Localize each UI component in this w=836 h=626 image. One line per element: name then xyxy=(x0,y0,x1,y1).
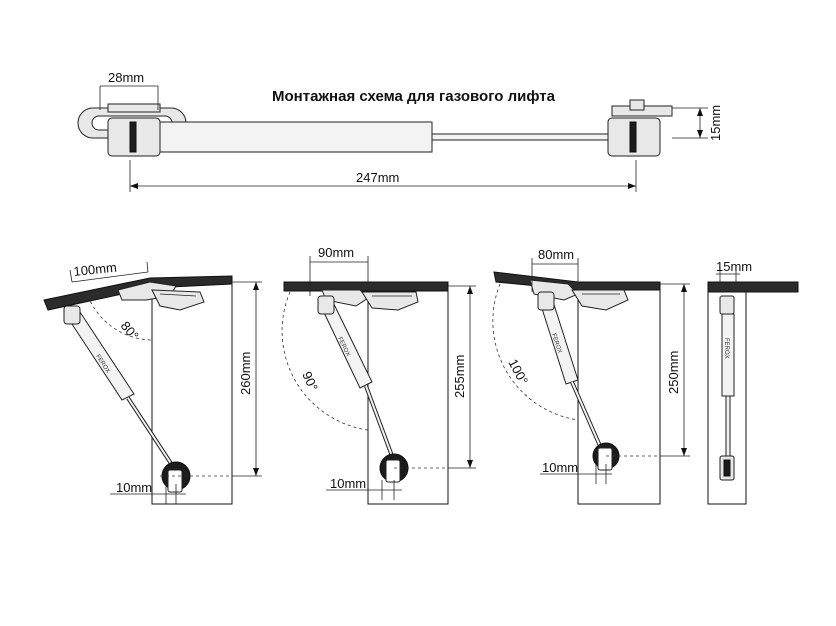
strut-piston-rod xyxy=(431,133,611,141)
diagram-title: Монтажная схема для газового лифта xyxy=(272,88,556,105)
angle-label-3: 100° xyxy=(505,356,531,387)
install-view-100: FEROX 100° 80mm 250mm 10mm xyxy=(492,247,690,505)
height-label-2: 255mm xyxy=(452,355,467,398)
lid-1 xyxy=(43,275,233,311)
offset-label-2: 10mm xyxy=(330,476,366,491)
install-view-90: FEROX 90° 90mm 255mm 10mm xyxy=(281,245,476,505)
angle-label-2: 90° xyxy=(299,369,321,393)
gas-strut-3: FEROX xyxy=(537,291,602,447)
dim-15mm: 15mm xyxy=(672,105,723,141)
offset-label-3: 10mm xyxy=(542,460,578,475)
side-view: FEROX 15mm xyxy=(707,259,799,505)
strut-left-plate-icon xyxy=(107,103,161,113)
dim-28mm: 28mm xyxy=(99,70,159,110)
cabinet-panel-3 xyxy=(577,281,661,505)
dim-247mm: 247mm xyxy=(129,160,637,192)
cabinet-panel-2 xyxy=(367,289,449,505)
label-247mm: 247mm xyxy=(356,170,399,185)
height-label-3: 250mm xyxy=(666,351,681,394)
label-15mm: 15mm xyxy=(708,105,723,141)
lid-3 xyxy=(493,271,661,291)
top-dim-label-2: 90mm xyxy=(318,245,354,260)
install-view-80: FEROX 80° 100mm 260mm 10mm xyxy=(43,260,262,505)
strut-cylinder xyxy=(159,121,433,153)
svg-text:FEROX: FEROX xyxy=(723,338,729,359)
top-dim-label-1: 100mm xyxy=(73,260,118,279)
top-gas-strut xyxy=(77,99,673,157)
side-width-label: 15mm xyxy=(716,259,752,274)
gas-strut-1: FEROX xyxy=(63,305,176,470)
lid-side xyxy=(707,281,799,293)
lid-2 xyxy=(283,281,449,292)
offset-label-1: 10mm xyxy=(116,480,152,495)
height-label-1: 260mm xyxy=(238,352,253,395)
angle-label-1: 80° xyxy=(118,318,142,343)
hinge-bracket-icon xyxy=(117,281,205,311)
label-28mm: 28mm xyxy=(108,70,144,85)
top-dim-label-3: 80mm xyxy=(538,247,574,262)
gas-strut-side: FEROX xyxy=(719,295,735,481)
